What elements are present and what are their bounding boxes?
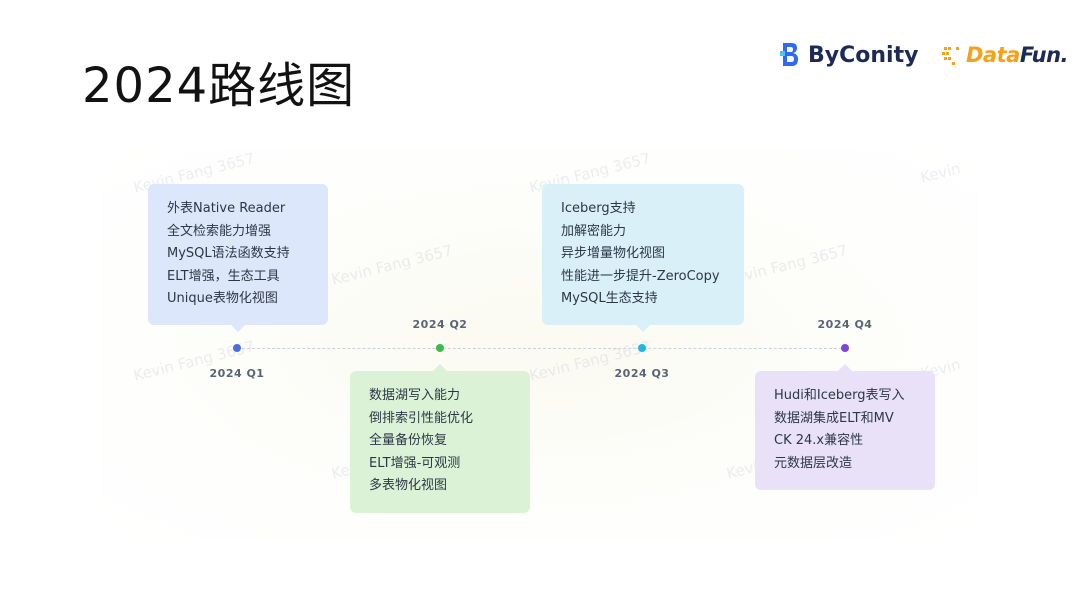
card-pointer: [838, 364, 852, 371]
card-pointer: [636, 325, 650, 332]
card-pointer: [231, 325, 245, 332]
roadmap-item: 数据湖写入能力: [369, 388, 461, 403]
roadmap-item: Unique表物化视图: [167, 291, 278, 306]
roadmap-card-q2: 数据湖写入能力 倒排索引性能优化 全量备份恢复 ELT增强-可观测 多表物化视图: [350, 364, 530, 513]
timeline-dot-q4: [841, 344, 849, 352]
byconity-logo: ByConity: [780, 40, 918, 70]
roadmap-item: ELT增强，生态工具: [167, 268, 280, 284]
timeline-dot-q1: [233, 344, 241, 352]
roadmap-item: 加解密能力: [561, 223, 627, 239]
roadmap-card-q3: Iceberg支持 加解密能力 异步增量物化视图 性能进一步提升-ZeroCop…: [542, 184, 744, 332]
quarter-label-q2: 2024 Q2: [412, 318, 468, 331]
timeline-dot-q3: [638, 344, 646, 352]
roadmap-item: CK 24.x兼容性: [774, 433, 864, 448]
byconity-logo-icon: [780, 41, 800, 69]
datafun-logo-text: DataFun.: [966, 43, 1069, 67]
quarter-label-q3: 2024 Q3: [614, 367, 670, 380]
roadmap-item: 倒排索引性能优化: [369, 410, 474, 426]
roadmap-card-q1: 外表Native Reader 全文检索能力增强 MySQL语法函数支持 ELT…: [148, 184, 328, 332]
roadmap-item: MySQL语法函数支持: [167, 246, 290, 261]
timeline-line: [237, 348, 847, 349]
roadmap-item: 外表Native Reader: [167, 201, 286, 216]
roadmap-item: 全文检索能力增强: [167, 223, 272, 239]
roadmap-item: 性能进一步提升-ZeroCopy: [561, 268, 720, 284]
roadmap-item: MySQL生态支持: [561, 291, 658, 306]
roadmap-item: 元数据层改造: [774, 455, 853, 471]
card-pointer: [433, 364, 447, 371]
roadmap-item: Iceberg支持: [561, 201, 636, 216]
quarter-label-q4: 2024 Q4: [817, 318, 873, 331]
quarter-label-q1: 2024 Q1: [209, 367, 265, 380]
timeline-dot-q2: [436, 344, 444, 352]
page-title: 2024路线图: [82, 58, 356, 114]
roadmap-card-q4: Hudi和Iceberg表写入 数据湖集成ELT和MV CK 24.x兼容性 元…: [755, 364, 935, 490]
datafun-logo-icon: [942, 43, 964, 67]
roadmap-item: 数据湖集成ELT和MV: [774, 410, 894, 426]
roadmap-item: 全量备份恢复: [369, 433, 448, 448]
datafun-logo: DataFun.: [942, 40, 1069, 70]
byconity-logo-text: ByConity: [808, 42, 919, 68]
roadmap-item: ELT增强-可观测: [369, 455, 461, 471]
roadmap-item: 异步增量物化视图: [561, 246, 666, 261]
roadmap-item: 多表物化视图: [369, 478, 448, 493]
roadmap-item: Hudi和Iceberg表写入: [774, 388, 905, 403]
